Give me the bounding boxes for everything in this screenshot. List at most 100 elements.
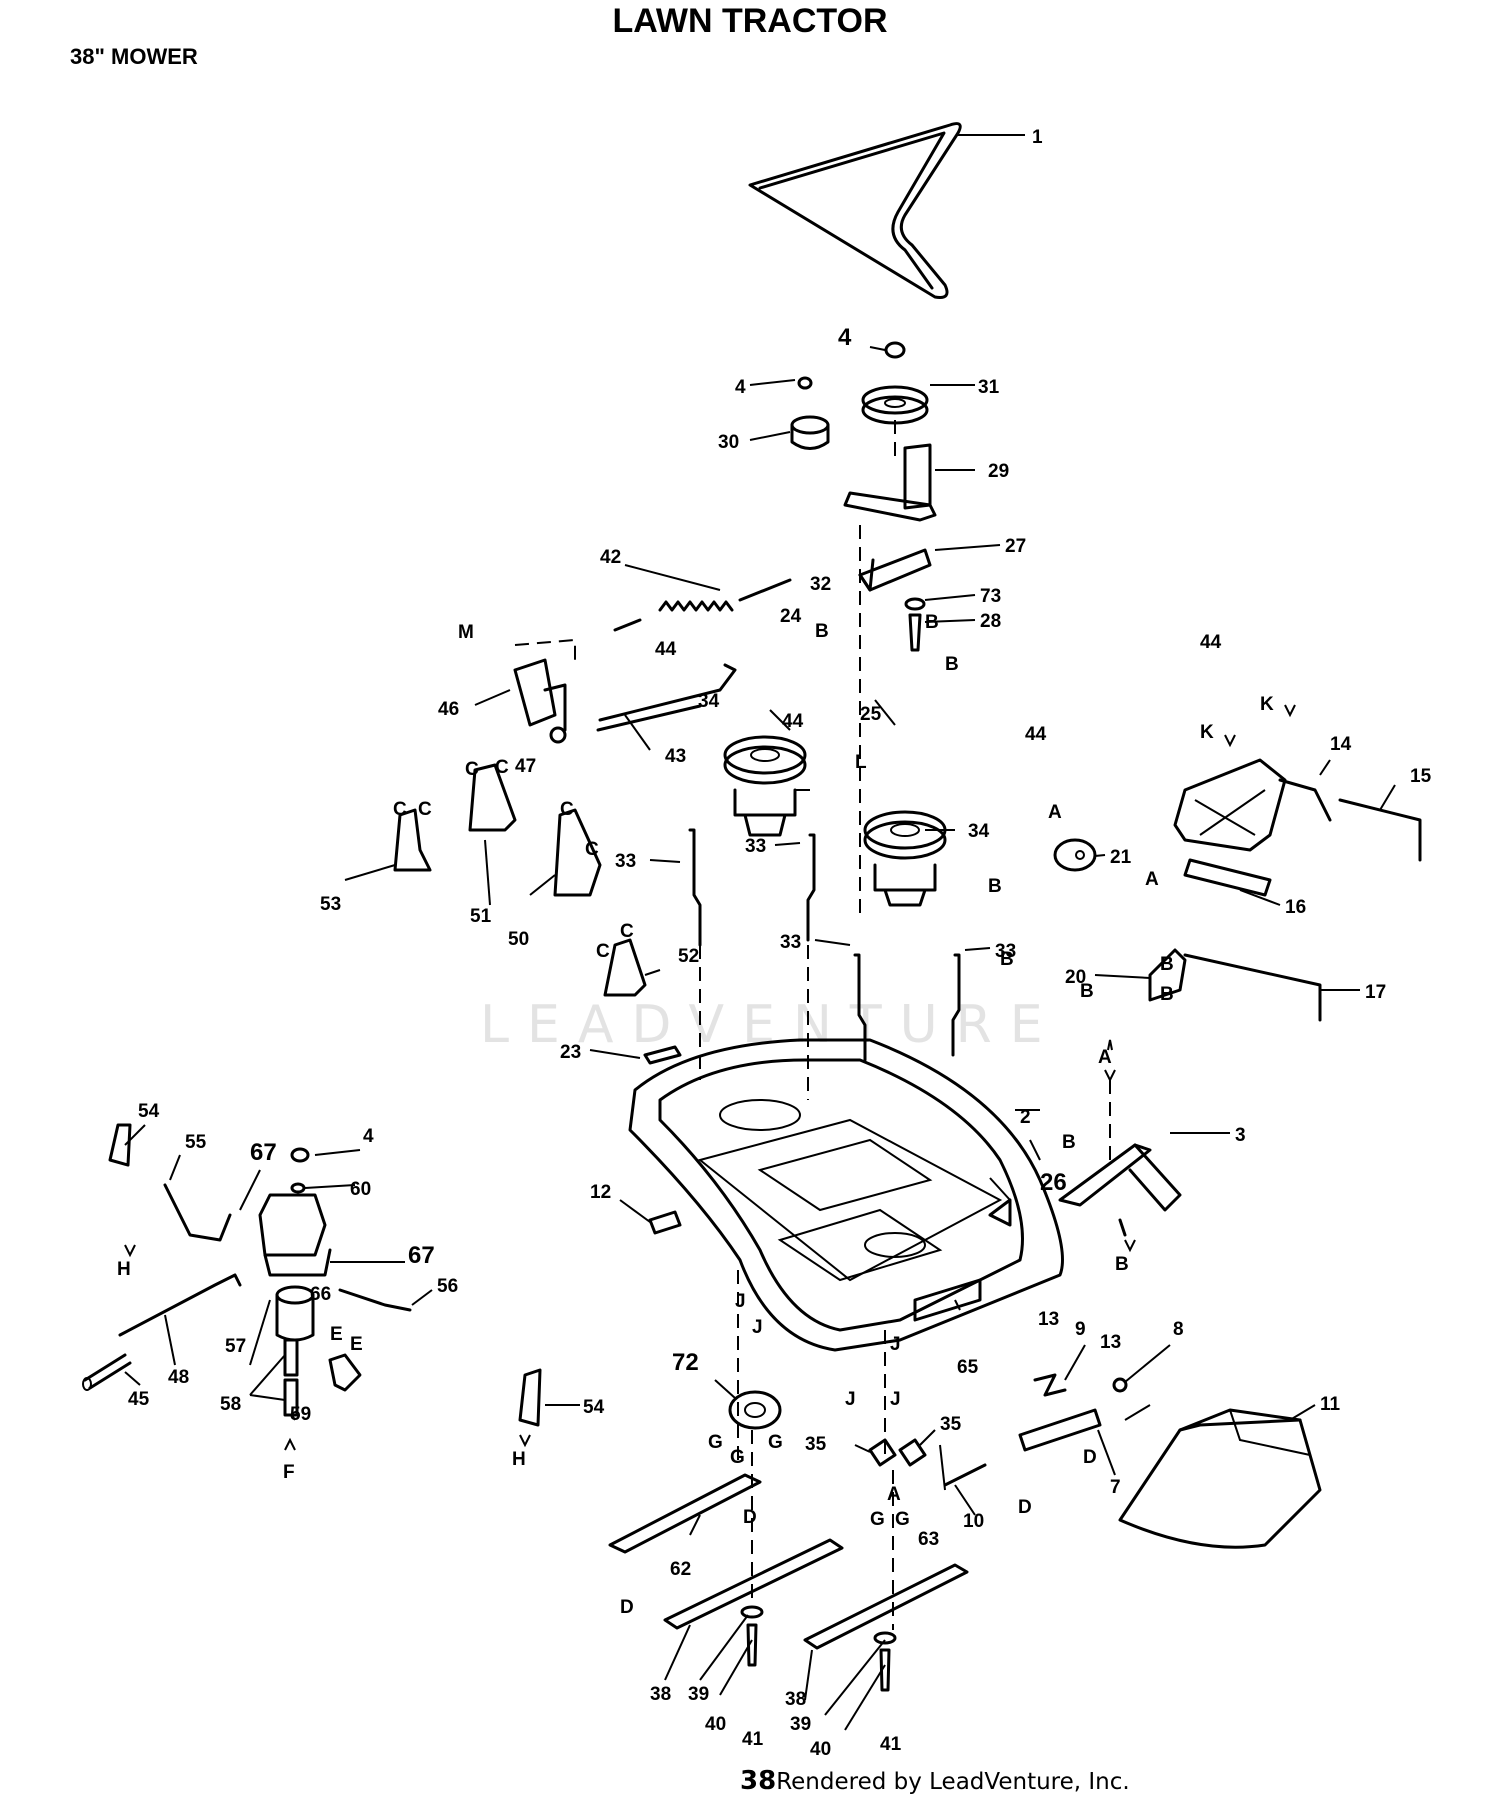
part-65-baffle: [913, 1278, 982, 1322]
callout-24: 24: [780, 606, 802, 627]
callout-45: 45: [128, 1389, 150, 1410]
callout-56: 56: [437, 1276, 458, 1297]
callout-23: 23: [560, 1042, 581, 1063]
part-11-discharge-chute: [1118, 1408, 1322, 1549]
part-16-plate: [1183, 858, 1272, 897]
ref-letter-F1: F: [283, 1462, 295, 1483]
page-title: LAWN TRACTOR: [612, 2, 888, 40]
callout-33c: 33: [780, 932, 801, 953]
ref-letter-C4: C: [418, 799, 432, 820]
callout-44d: 44: [1200, 632, 1222, 653]
callout-2: 2: [1020, 1107, 1031, 1128]
ref-letter-B2: B: [925, 612, 939, 633]
callout-16: 16: [1285, 897, 1306, 918]
part-66-bushing: [275, 1285, 315, 1342]
ref-letter-C7: C: [596, 941, 610, 962]
callout-73: 73: [980, 586, 1001, 607]
ref-letter-A3: A: [1098, 1047, 1112, 1068]
ref-letter-D4: D: [1083, 1447, 1097, 1468]
ref-letter-G1: G: [708, 1432, 723, 1453]
callout-13a: 13: [1038, 1309, 1059, 1330]
part-4-nut-left: [290, 1147, 310, 1163]
callout-33b: 33: [745, 836, 766, 857]
callout-38b: 38: [785, 1689, 806, 1710]
watermark-text: LEADVENTURE: [480, 995, 1061, 1055]
reference-arrows: [124, 704, 1296, 1451]
part-4-nut-top: [884, 341, 906, 359]
part-2-mower-deck: [628, 1038, 1064, 1352]
part-45-tube: [82, 1353, 132, 1391]
part-31-pulley: [861, 385, 929, 425]
ref-letter-B7: B: [1160, 954, 1174, 975]
ref-letter-A1: A: [1048, 802, 1062, 823]
callout-14: 14: [1330, 734, 1352, 755]
ref-letter-K1: K: [1200, 722, 1214, 743]
callout-54a: 54: [138, 1101, 160, 1122]
part-9-spring: [1033, 1373, 1067, 1397]
callout-67b: 67: [408, 1242, 435, 1269]
callout-44b: 44: [782, 711, 804, 732]
ref-letter-B5: B: [1000, 949, 1014, 970]
callout-28: 28: [980, 611, 1001, 632]
callout-42: 42: [600, 547, 621, 568]
callout-58: 58: [220, 1394, 241, 1415]
callout-46: 46: [438, 699, 459, 720]
ref-letter-H1: H: [117, 1259, 131, 1280]
part-27-idler-arm: [858, 548, 932, 592]
footer-credit: Rendered by LeadVenture, Inc.: [776, 1769, 1130, 1795]
part-7-hinge: [1018, 1408, 1102, 1452]
callout-21: 21: [1110, 847, 1132, 868]
part-54-bracket-mid: [518, 1368, 542, 1427]
part-34-spindle-right: [863, 810, 947, 907]
callout-57: 57: [225, 1336, 246, 1357]
part-33-bolts: [688, 828, 961, 1062]
callout-65: 65: [957, 1357, 979, 1378]
ref-letter-E1: E: [330, 1324, 343, 1345]
ref-letter-D3: D: [1018, 1497, 1032, 1518]
ref-letter-K2: K: [1260, 694, 1274, 715]
callout-35b: 35: [940, 1414, 962, 1435]
callout-34a: 34: [698, 691, 720, 712]
callout-9: 9: [1075, 1319, 1086, 1340]
part-42-spring: [613, 578, 792, 632]
leader-lines: [124, 134, 1396, 1731]
part-38-blade-right: [803, 1563, 969, 1650]
callout-17: 17: [1365, 982, 1386, 1003]
part-58-bushings: [283, 1338, 299, 1417]
callout-66: 66: [310, 1284, 331, 1305]
ref-letter-B3: B: [945, 654, 959, 675]
ref-letter-B9: B: [1062, 1132, 1076, 1153]
callout-12: 12: [590, 1182, 611, 1203]
part-1-belt: [748, 122, 962, 299]
ref-letter-L: L: [855, 752, 867, 773]
callout-4b: 4: [735, 377, 746, 398]
part-62-baffle: [608, 1473, 762, 1554]
part-12-decal: [648, 1210, 682, 1235]
page-number: 38: [740, 1766, 777, 1796]
part-51-bracket: [468, 763, 517, 832]
callout-3: 3: [1235, 1125, 1246, 1146]
page-footer: 38Rendered by LeadVenture, Inc.: [740, 1766, 1130, 1796]
part-14-frame: [1173, 758, 1332, 852]
callout-44c: 44: [1025, 724, 1047, 745]
part-57-bracket: [328, 1353, 362, 1392]
part-28-bolt: [908, 613, 922, 652]
callout-1: 1: [1032, 127, 1043, 148]
ref-letter-G2: G: [730, 1447, 745, 1468]
part-35-adapters: [868, 1438, 927, 1467]
callout-55: 55: [185, 1132, 207, 1153]
ref-letter-J4: J: [890, 1389, 901, 1410]
part-17-rod: [1183, 953, 1322, 1022]
callout-32: 32: [810, 574, 831, 595]
part-54-bracket-left: [108, 1123, 132, 1167]
part-60-washer: [290, 1182, 306, 1194]
ref-letter-C5: C: [560, 799, 574, 820]
callout-51: 51: [470, 906, 492, 927]
callout-54b: 54: [583, 1397, 605, 1418]
callout-43: 43: [665, 746, 686, 767]
ref-letter-C1: C: [465, 759, 479, 780]
ref-letter-D2: D: [620, 1597, 634, 1618]
callout-50: 50: [508, 929, 529, 950]
callout-34b: 34: [968, 821, 990, 842]
ref-letter-C6: C: [585, 839, 599, 860]
